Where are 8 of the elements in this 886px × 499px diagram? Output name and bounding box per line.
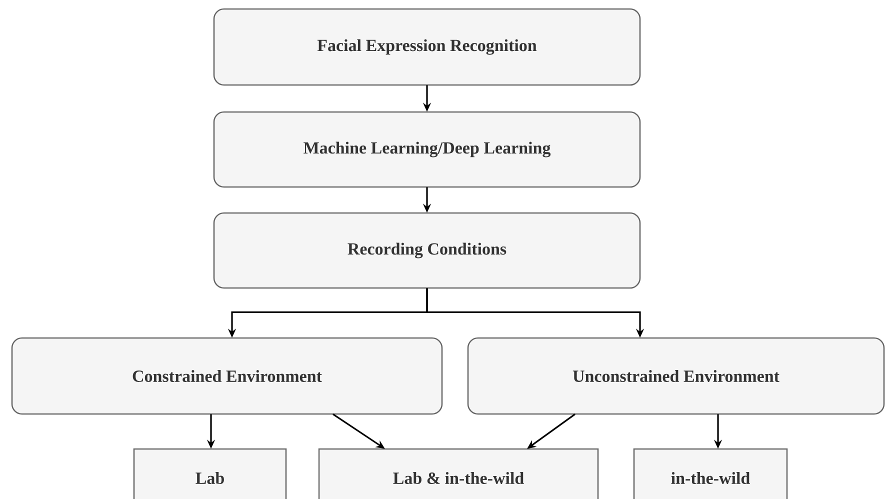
process-box: Facial Expression Recognition: [213, 8, 641, 86]
category-box: Lab & in-the-wild: [318, 448, 599, 499]
process-box: Recording Conditions: [213, 212, 641, 289]
process-box: Unconstrained Environment: [467, 337, 885, 415]
process-box: Machine Learning/Deep Learning: [213, 111, 641, 188]
process-box: Constrained Environment: [11, 337, 443, 415]
category-box: in-the-wild: [633, 448, 788, 499]
category-box: Lab: [133, 448, 287, 499]
